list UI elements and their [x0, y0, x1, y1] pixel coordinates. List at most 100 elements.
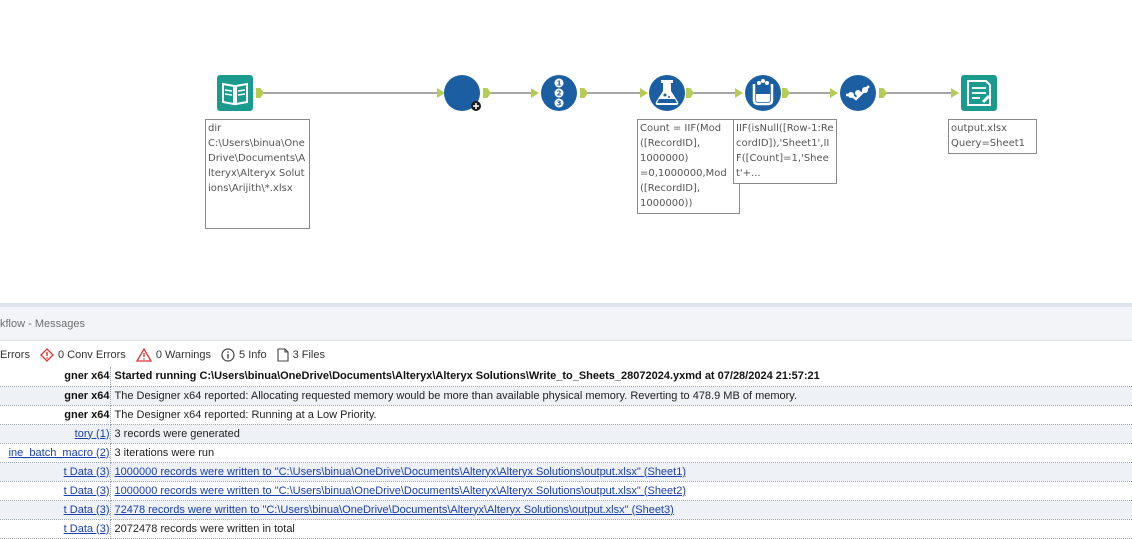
- output-anchor[interactable]: [879, 88, 887, 98]
- input-anchor[interactable]: [531, 88, 539, 98]
- message-text-cell[interactable]: 72478 records were written to "C:\Users\…: [110, 500, 1132, 520]
- input-anchor[interactable]: [735, 88, 743, 98]
- message-source-cell[interactable]: gner x64: [0, 367, 111, 387]
- message-text-cell: 3 iterations were run: [110, 443, 1132, 463]
- results-panel: kflow - Messages Errors 0 Conv Errors 0 …: [0, 307, 1132, 539]
- message-source[interactable]: t Data (3): [63, 522, 110, 535]
- formula-tool[interactable]: [648, 74, 686, 112]
- output-anchor[interactable]: [483, 88, 491, 98]
- errors-filter[interactable]: Errors: [0, 349, 30, 361]
- info-icon: [221, 348, 235, 362]
- select-records-tool[interactable]: [839, 74, 877, 112]
- message-source-cell[interactable]: gner x64: [0, 405, 111, 425]
- table-row[interactable]: t Data (3) 72478 records were written to …: [0, 500, 1132, 520]
- message-source[interactable]: gner x64: [64, 408, 110, 421]
- message-source[interactable]: gner x64: [64, 389, 110, 402]
- output-anchor[interactable]: [580, 88, 588, 98]
- input-data-icon: [217, 75, 253, 111]
- message-text-cell[interactable]: 1000000 records were written to "C:\User…: [110, 481, 1132, 501]
- message-text-cell: 3 records were generated: [110, 424, 1132, 444]
- connector-multirow-to-select: [786, 92, 834, 94]
- errors-filter-label: Errors: [0, 349, 30, 361]
- file-icon: [277, 348, 289, 362]
- connector-input-to-macro: [262, 92, 440, 94]
- batch-macro-icon: [444, 75, 481, 111]
- message-text: 3 iterations were run: [114, 446, 215, 459]
- output-data-icon: [961, 75, 997, 111]
- formula-annotation: Count = IIF(Mod ([RecordID], 1000000) =0…: [637, 119, 740, 214]
- message-source[interactable]: ine_batch_macro (2): [8, 446, 110, 459]
- message-text: Started running C:\Users\binua\OneDrive\…: [114, 370, 820, 383]
- files-filter[interactable]: 3 Files: [277, 348, 325, 362]
- message-source-cell[interactable]: ine_batch_macro (2): [0, 443, 111, 463]
- message-text: The Designer x64 reported: Running at a …: [114, 408, 377, 421]
- message-file-link[interactable]: 72478 records were written to "C:\Users\…: [114, 503, 674, 516]
- multi-row-formula-tool[interactable]: [744, 74, 782, 112]
- message-text-cell: Started running C:\Users\binua\OneDrive\…: [110, 367, 1132, 387]
- input-data-tool[interactable]: [216, 74, 254, 112]
- table-row[interactable]: gner x64 The Designer x64 reported: Alloc…: [0, 386, 1132, 406]
- message-file-link[interactable]: 1000000 records were written to "C:\User…: [114, 465, 687, 478]
- message-source[interactable]: t Data (3): [63, 465, 110, 478]
- connector-select-to-output: [884, 92, 954, 94]
- formula-icon: [649, 75, 685, 111]
- info-filter-label: 5 Info: [239, 349, 267, 361]
- messages-table: gner x64 Started running C:\Users\binua\O…: [0, 367, 1132, 539]
- table-row[interactable]: t Data (3) 2072478 records were written i…: [0, 519, 1132, 539]
- input-anchor[interactable]: [640, 88, 648, 98]
- output-anchor[interactable]: [686, 88, 694, 98]
- table-row[interactable]: tory (1) 3 records were generated: [0, 424, 1132, 444]
- panel-splitter[interactable]: [0, 303, 1132, 307]
- conv-errors-filter-label: 0 Conv Errors: [57, 349, 126, 361]
- table-row[interactable]: ine_batch_macro (2) 3 iterations were run: [0, 443, 1132, 463]
- connector-recordid-to-formula: [586, 92, 644, 94]
- message-source-cell[interactable]: t Data (3): [0, 462, 111, 482]
- record-id-tool[interactable]: 1 2 3: [540, 74, 578, 112]
- table-row[interactable]: gner x64 The Designer x64 reported: Runni…: [0, 405, 1132, 425]
- message-file-link[interactable]: 1000000 records were written to "C:\User…: [114, 484, 687, 497]
- select-records-icon: [840, 75, 876, 111]
- message-text-cell: 2072478 records were written in total: [110, 519, 1132, 539]
- svg-text:1: 1: [557, 80, 562, 88]
- input-anchor[interactable]: [951, 88, 959, 98]
- message-text: 3 records were generated: [114, 427, 240, 440]
- input-anchor[interactable]: [437, 88, 445, 98]
- message-text-cell: The Designer x64 reported: Allocating re…: [110, 386, 1132, 406]
- connector-formula-to-multirow: [690, 92, 738, 94]
- warning-icon: [135, 348, 152, 362]
- connector-macro-to-recordid: [486, 92, 534, 94]
- message-source-cell[interactable]: gner x64: [0, 386, 111, 406]
- workflow-canvas[interactable]: 1 2 3: [0, 0, 1132, 303]
- conv-errors-filter[interactable]: 0 Conv Errors: [40, 348, 126, 362]
- message-text-cell[interactable]: 1000000 records were written to "C:\User…: [110, 462, 1132, 482]
- table-row[interactable]: t Data (3) 1000000 records were written t…: [0, 462, 1132, 482]
- message-source-cell[interactable]: tory (1): [0, 424, 111, 444]
- table-row[interactable]: t Data (3) 1000000 records were written t…: [0, 481, 1132, 501]
- info-filter[interactable]: 5 Info: [221, 348, 267, 362]
- message-source[interactable]: tory (1): [74, 427, 110, 440]
- batch-macro-tool[interactable]: [443, 74, 481, 112]
- message-source[interactable]: t Data (3): [63, 503, 110, 516]
- message-text: The Designer x64 reported: Allocating re…: [114, 389, 798, 402]
- input-anchor[interactable]: [830, 88, 838, 98]
- results-panel-title: kflow - Messages: [0, 307, 1132, 341]
- message-text: 2072478 records were written in total: [114, 522, 295, 535]
- output-data-annotation: output.xlsx Query=Sheet1: [948, 119, 1037, 154]
- message-source-cell[interactable]: t Data (3): [0, 519, 111, 539]
- table-row[interactable]: gner x64 Started running C:\Users\binua\O…: [0, 367, 1132, 387]
- output-anchor[interactable]: [782, 88, 790, 98]
- multi-row-formula-annotation: IIF(isNull([Row-1:RecordID]),'Sheet1',II…: [733, 119, 837, 184]
- message-source[interactable]: t Data (3): [63, 484, 110, 497]
- warnings-filter[interactable]: 0 Warnings: [135, 348, 212, 362]
- message-source-cell[interactable]: t Data (3): [0, 481, 111, 501]
- svg-text:2: 2: [557, 90, 562, 98]
- output-anchor[interactable]: [256, 88, 264, 98]
- conv-error-icon: [40, 348, 54, 362]
- message-source[interactable]: gner x64: [64, 370, 110, 383]
- files-filter-label: 3 Files: [292, 349, 325, 361]
- message-source-cell[interactable]: t Data (3): [0, 500, 111, 520]
- record-id-icon: 1 2 3: [541, 75, 577, 111]
- warnings-filter-label: 0 Warnings: [155, 349, 212, 361]
- output-data-tool[interactable]: [960, 74, 998, 112]
- message-filter-bar: Errors 0 Conv Errors 0 Warnings: [0, 345, 1132, 365]
